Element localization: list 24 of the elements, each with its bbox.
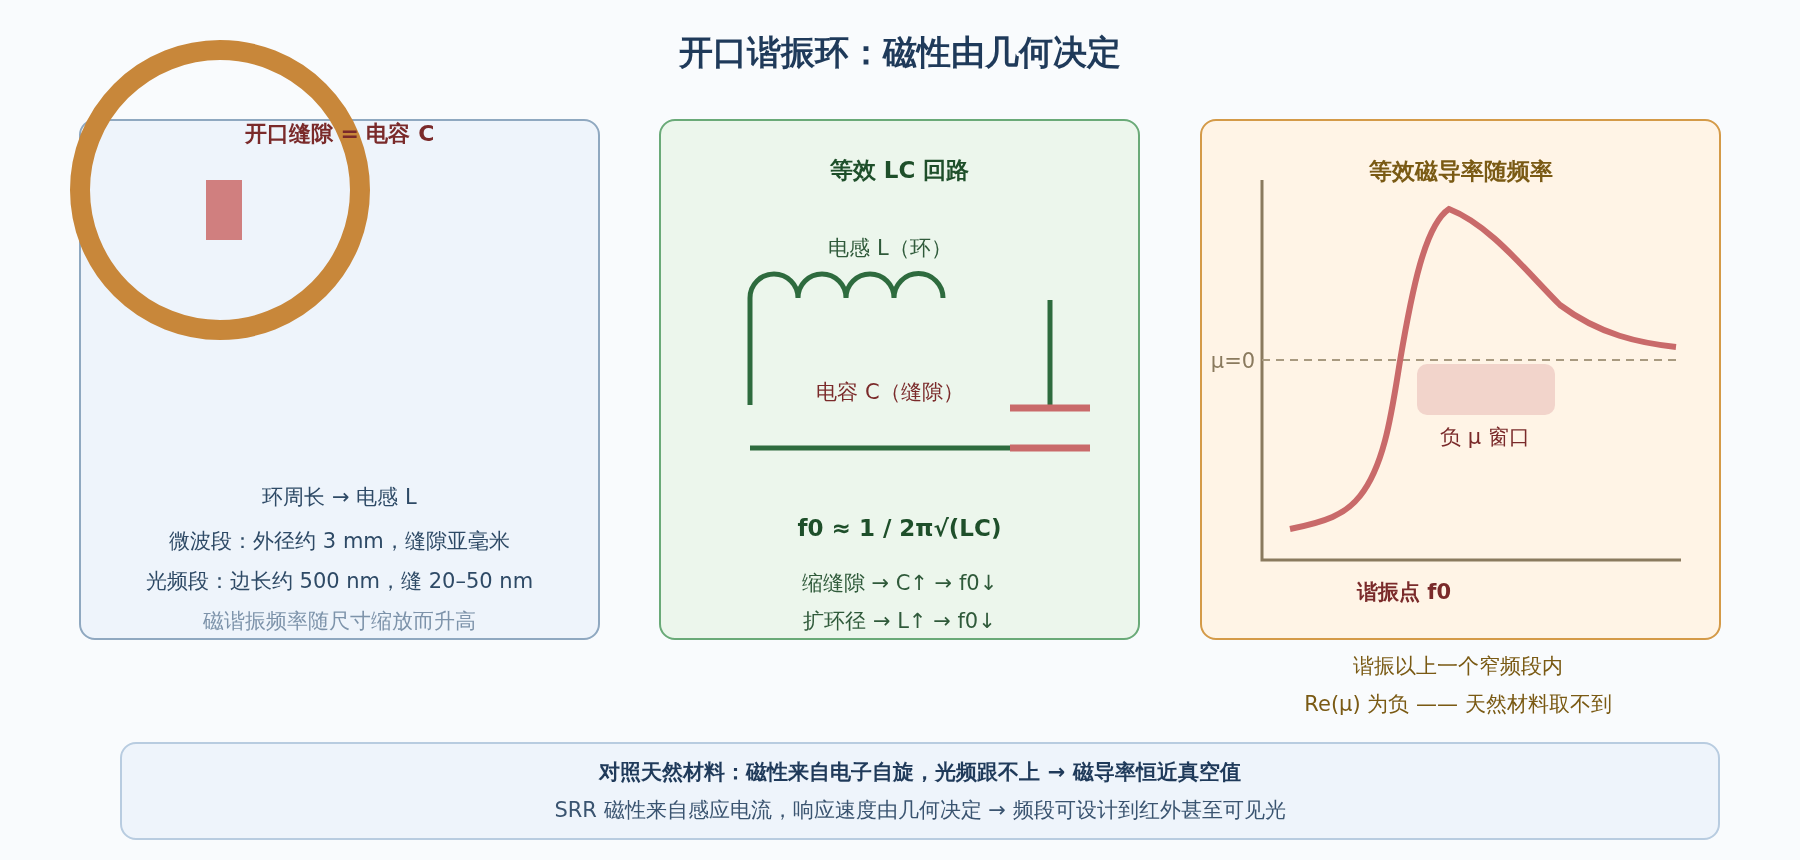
- inductor-label: 电感 L（环）: [828, 235, 952, 262]
- text-line: 扩环径 → L↑ → f0↓: [802, 608, 997, 635]
- window-label: 负 μ 窗口: [1440, 424, 1530, 451]
- caption-text: 谐振以上一个窄频段内: [1353, 653, 1563, 680]
- heading: 等效 LC 回路: [828, 156, 971, 185]
- resonance-label: 谐振点 f0: [1356, 579, 1452, 606]
- text-line: 光频段：边长约 500 nm，缝 20–50 nm: [144, 568, 535, 595]
- heading: 等效磁导率随频率: [1367, 157, 1554, 186]
- panel: [120, 742, 1720, 840]
- heading: 开口缝隙 = 电容 C: [243, 120, 436, 148]
- summary-text: SRR 磁性来自感应电流，响应速度由几何决定 → 频段可设计到红外甚至可见光: [553, 797, 1287, 824]
- text-line: 缩缝隙 → C↑ → f0↓: [800, 570, 999, 597]
- formula-text: f0 ≈ 1 / 2π√(LC): [796, 515, 1003, 541]
- summary-heading: 对照天然材料：磁性来自电子自旋，光频跟不上 → 磁导率恒近真空值: [597, 759, 1242, 786]
- diagram-title: 开口谐振环：磁性由几何决定: [678, 31, 1122, 74]
- caption-text: Re(μ) 为负 —— 天然材料取不到: [1304, 691, 1612, 718]
- text-line: 环周长 → 电感 L: [261, 484, 418, 511]
- axis-label: μ=0: [1210, 349, 1256, 373]
- text-line: 微波段：外径约 3 mm，缝隙亚毫米: [168, 528, 511, 555]
- panel: [659, 119, 1140, 640]
- note-text: 磁谐振频率随尺寸缩放而升高: [202, 608, 477, 635]
- panel: [79, 119, 600, 640]
- panel: [1200, 119, 1721, 640]
- capacitor-label: 电容 C（缝隙）: [816, 379, 964, 406]
